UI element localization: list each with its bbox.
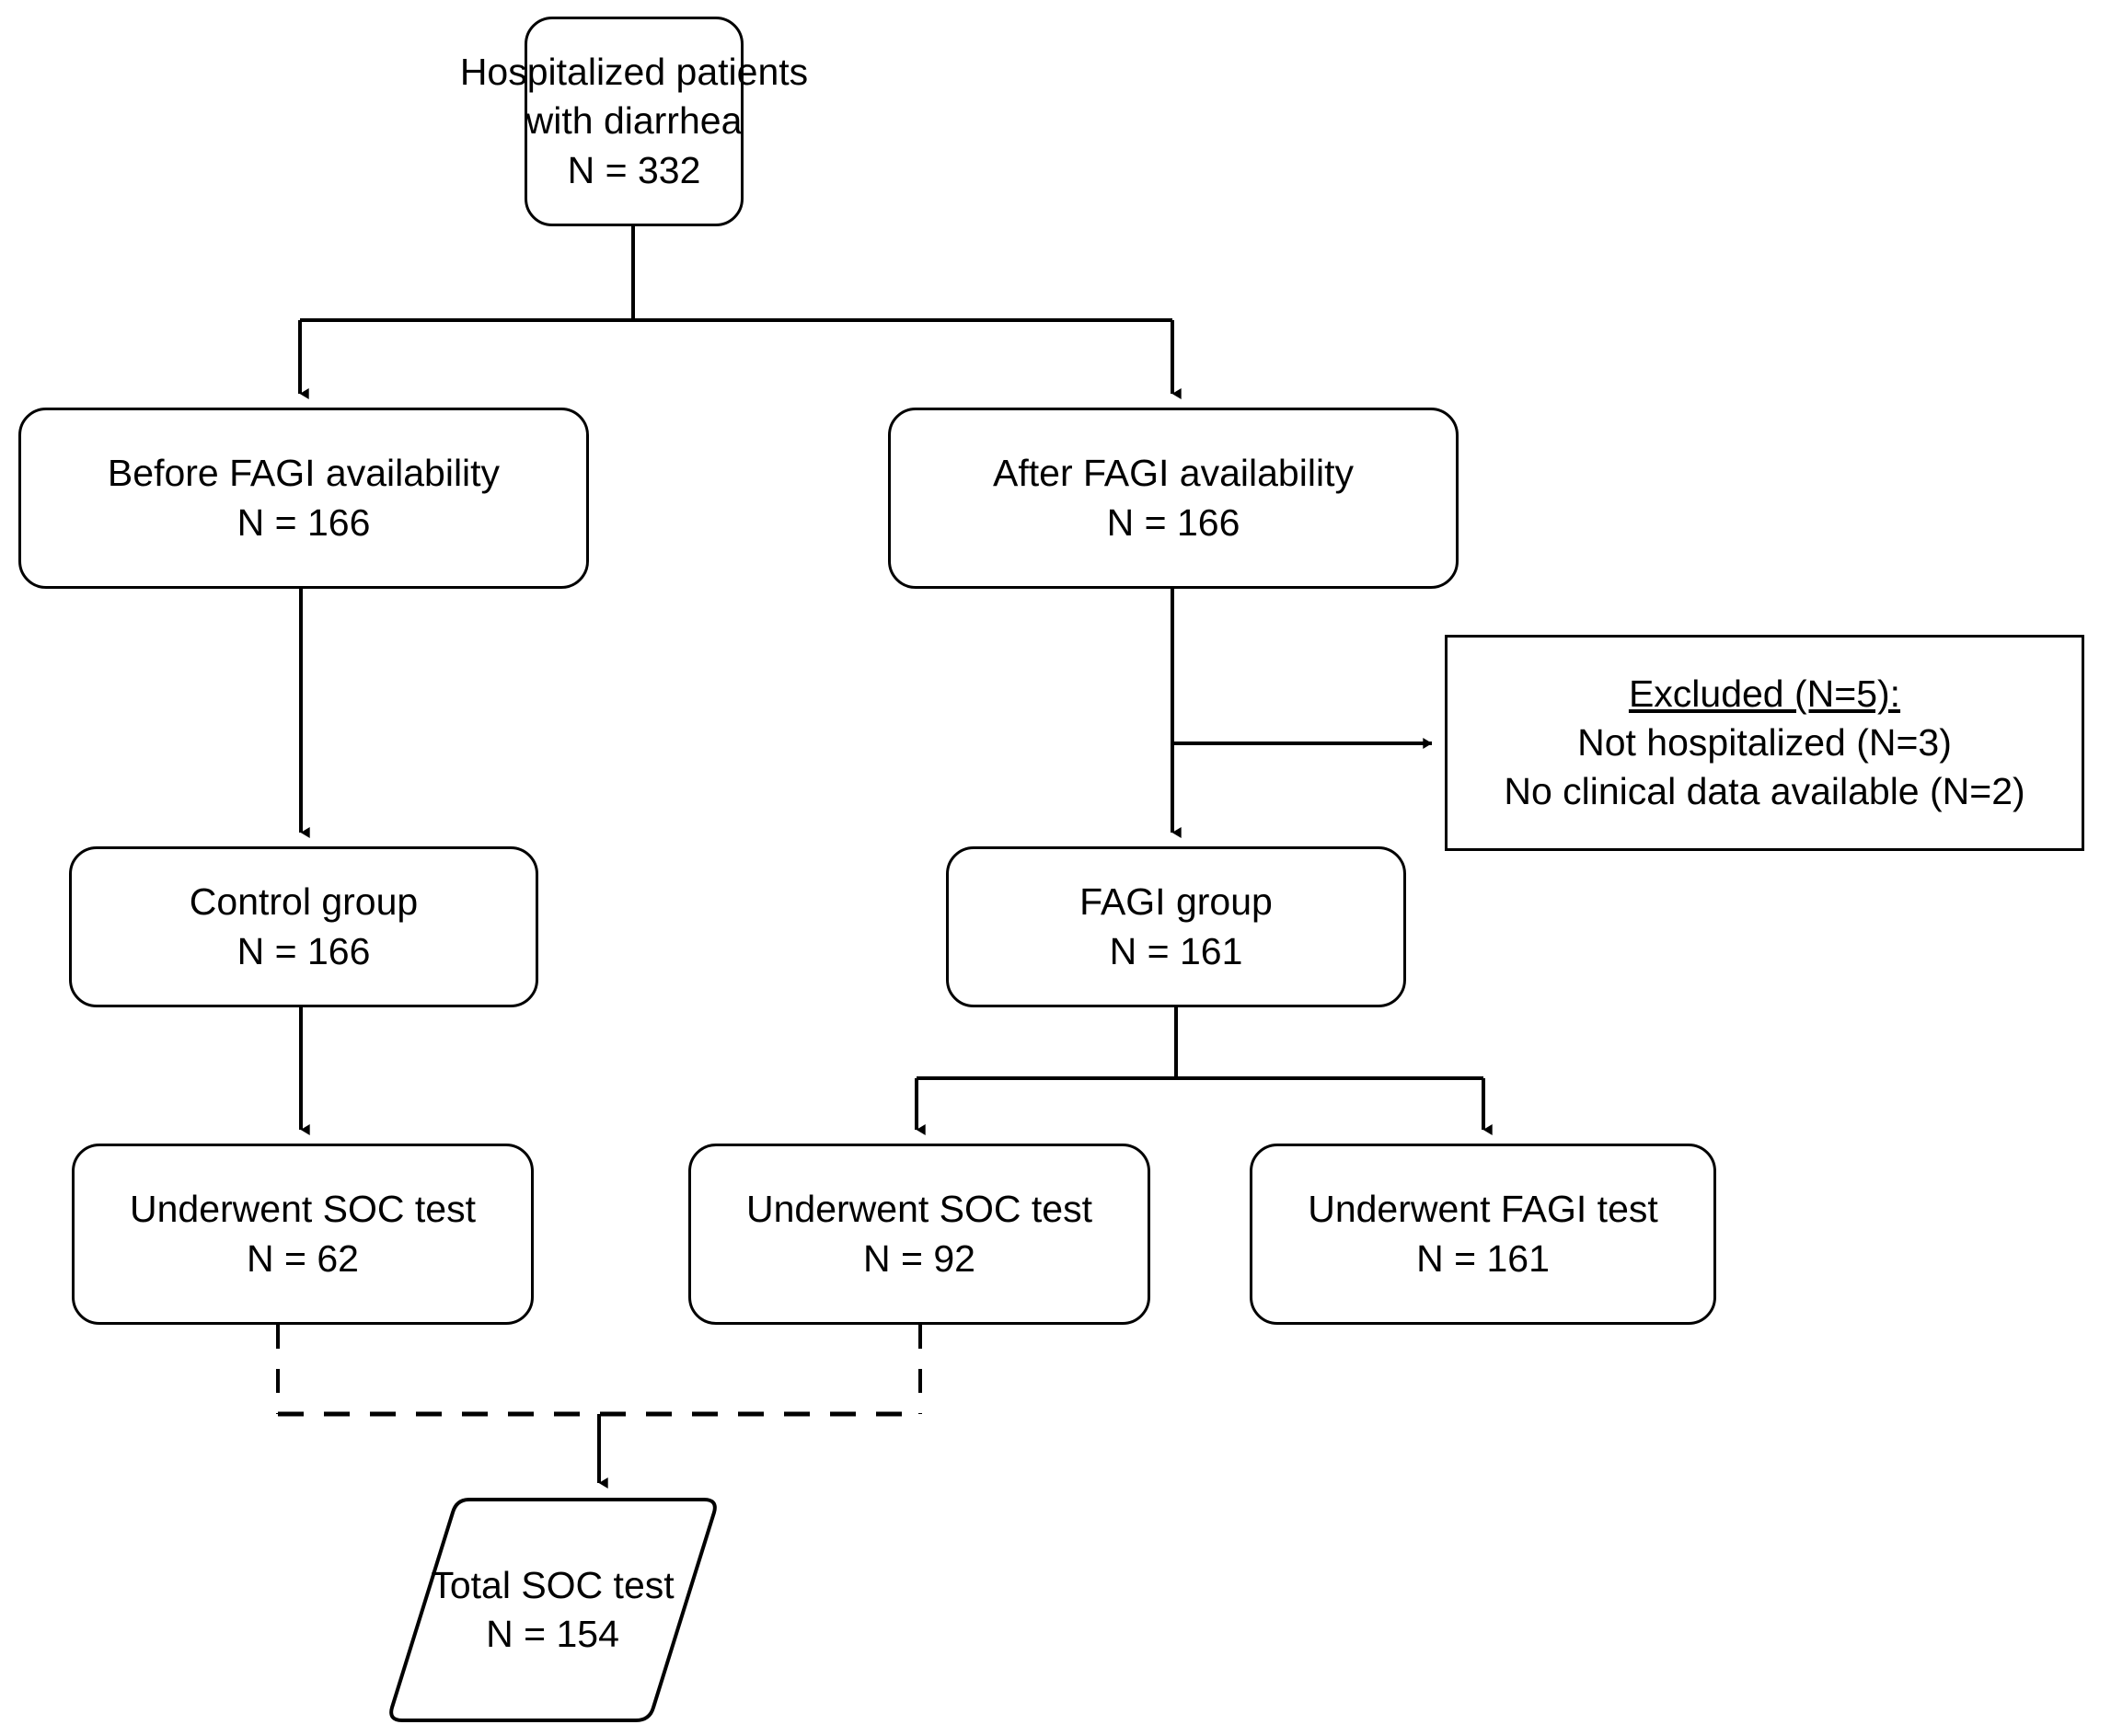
node-line: FAGI group bbox=[1079, 880, 1273, 924]
node-line: Not hospitalized (N=3) bbox=[1577, 720, 1952, 764]
node-line: No clinical data available (N=2) bbox=[1504, 770, 2025, 813]
node-line: N = 92 bbox=[863, 1236, 975, 1280]
parallelogram-shape bbox=[389, 1498, 717, 1722]
node-line: Underwent SOC test bbox=[130, 1188, 476, 1231]
node-control-group[interactable]: Control group N = 166 bbox=[69, 846, 538, 1007]
node-line: Underwent FAGI test bbox=[1308, 1188, 1658, 1231]
node-line: Control group bbox=[189, 880, 419, 924]
node-line: N = 166 bbox=[236, 500, 371, 544]
node-line: Hospitalized patients bbox=[459, 51, 809, 94]
node-line: N = 332 bbox=[567, 148, 701, 191]
node-line-excluded-heading: Excluded (N=5): bbox=[1628, 672, 1901, 715]
node-line: with diarrhea bbox=[525, 99, 743, 143]
node-excluded[interactable]: Excluded (N=5): Not hospitalized (N=3) N… bbox=[1445, 635, 2084, 851]
node-fagi-group[interactable]: FAGI group N = 161 bbox=[946, 846, 1406, 1007]
node-line: After FAGI availability bbox=[993, 452, 1354, 495]
node-line: N = 166 bbox=[1106, 500, 1240, 544]
node-total-soc-test[interactable]: Total SOC test N = 154 bbox=[382, 1490, 727, 1730]
node-line: N = 161 bbox=[1416, 1236, 1550, 1280]
node-line: Underwent SOC test bbox=[746, 1188, 1092, 1231]
node-control-underwent-soc-test[interactable]: Underwent SOC test N = 62 bbox=[72, 1144, 534, 1325]
node-line: N = 62 bbox=[247, 1236, 359, 1280]
node-hospitalized-patients[interactable]: Hospitalized patients with diarrhea N = … bbox=[460, 17, 808, 226]
node-line: N = 161 bbox=[1109, 929, 1243, 972]
node-before-fagi-availability[interactable]: Before FAGI availability N = 166 bbox=[18, 408, 589, 589]
node-underwent-fagi-test[interactable]: Underwent FAGI test N = 161 bbox=[1250, 1144, 1716, 1325]
node-fagi-underwent-soc-test[interactable]: Underwent SOC test N = 92 bbox=[688, 1144, 1150, 1325]
node-line: N = 166 bbox=[236, 929, 371, 972]
node-line: Before FAGI availability bbox=[107, 452, 501, 495]
node-after-fagi-availability[interactable]: After FAGI availability N = 166 bbox=[888, 408, 1459, 589]
